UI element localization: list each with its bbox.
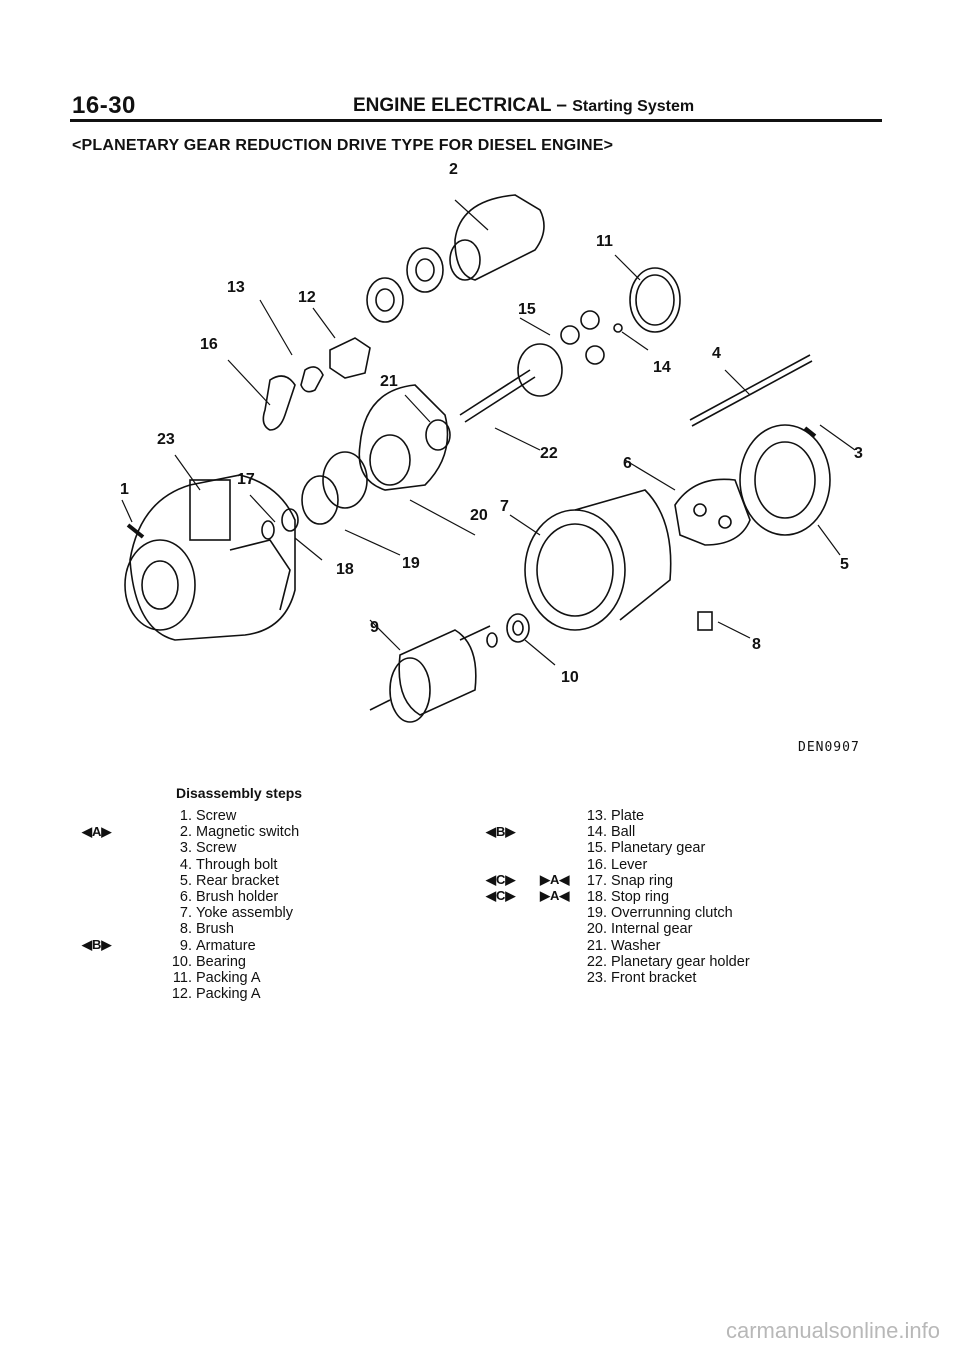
step-item: 3.Screw bbox=[179, 840, 237, 857]
step-item: 23.Front bracket bbox=[586, 970, 697, 987]
callout-16: 16 bbox=[200, 336, 218, 353]
diagram-subtitle: <PLANETARY GEAR REDUCTION DRIVE TYPE FOR… bbox=[72, 137, 614, 154]
disassembly-steps-left: 1.Screw 2.Magnetic switch 3.Screw 4.Thro… bbox=[164, 808, 299, 1002]
subsection-name: Starting System bbox=[572, 98, 695, 115]
step-item: 13.Plate bbox=[586, 808, 645, 824]
step-item: 16.Lever bbox=[586, 856, 648, 873]
step-item: 4.Through bolt bbox=[179, 856, 278, 873]
callout-18: 18 bbox=[336, 561, 354, 578]
callout-1: 1 bbox=[120, 481, 129, 498]
step-item: 21.Washer bbox=[586, 937, 661, 954]
header-rule bbox=[70, 119, 882, 122]
step-item: 8.Brush bbox=[179, 921, 234, 938]
callout-15: 15 bbox=[518, 301, 536, 318]
step-item: 9.Armature bbox=[179, 937, 256, 954]
step-item: 10.Bearing bbox=[171, 953, 246, 970]
callout-2: 2 bbox=[449, 161, 458, 178]
front-bracket-drawing bbox=[129, 474, 296, 641]
step-item: 1.Screw bbox=[179, 808, 237, 824]
callout-8: 8 bbox=[752, 636, 761, 653]
step-item: 12.Packing A bbox=[171, 986, 261, 1003]
step-item: 11.Packing A bbox=[172, 970, 261, 987]
page-number: 16-30 bbox=[72, 92, 136, 119]
callout-19: 19 bbox=[402, 555, 420, 572]
step-item: 19.Overrunning clutch bbox=[586, 905, 733, 922]
exploded-view-diagram: 2 11 13 12 15 16 4 14 21 23 22 3 6 17 1 … bbox=[100, 160, 880, 750]
callout-21: 21 bbox=[380, 373, 398, 390]
callout-9: 9 bbox=[370, 619, 379, 636]
callout-10: 10 bbox=[561, 669, 579, 686]
step-item: 5.Rear bracket bbox=[179, 872, 280, 889]
callout-11: 11 bbox=[596, 233, 613, 250]
step-item: 2.Magnetic switch bbox=[179, 824, 300, 841]
section-name: ENGINE ELECTRICAL bbox=[353, 95, 552, 116]
service-mark-c-removal-17: ◀C▶ bbox=[486, 872, 516, 887]
callout-20: 20 bbox=[470, 507, 488, 524]
callout-5: 5 bbox=[840, 556, 849, 573]
service-mark-c-removal-18: ◀C▶ bbox=[486, 888, 516, 903]
callout-4: 4 bbox=[712, 345, 721, 362]
section-dash: – bbox=[556, 95, 567, 116]
step-item: 22.Planetary gear holder bbox=[586, 953, 750, 970]
service-mark-a-removal: ◀A▶ bbox=[82, 824, 112, 839]
service-mark-b-removal-right: ◀B▶ bbox=[486, 824, 516, 839]
step-item: 15.Planetary gear bbox=[586, 840, 706, 857]
callout-3: 3 bbox=[854, 445, 863, 462]
step-item: 14.Ball bbox=[586, 824, 636, 841]
watermark: carmanualsonline.info bbox=[725, 1318, 940, 1343]
service-mark-a-install-17: ▶A◀ bbox=[540, 872, 570, 887]
step-item: 6.Brush holder bbox=[179, 889, 279, 906]
callout-22: 22 bbox=[540, 445, 558, 462]
step-item: 18.Stop ring bbox=[586, 889, 670, 906]
step-item: 17.Snap ring bbox=[586, 872, 674, 889]
callout-13: 13 bbox=[227, 279, 245, 296]
callout-14: 14 bbox=[653, 359, 671, 376]
section-title: ENGINE ELECTRICAL – Starting System bbox=[353, 95, 694, 117]
callout-12: 12 bbox=[298, 289, 316, 306]
starter-motor-illustration bbox=[121, 194, 856, 723]
callout-7: 7 bbox=[500, 498, 509, 515]
service-mark-a-install-18: ▶A◀ bbox=[540, 888, 570, 903]
callout-17: 17 bbox=[237, 471, 255, 488]
callout-6: 6 bbox=[623, 455, 632, 472]
disassembly-steps-right: 13.Plate 14.Ball 15.Planetary gear 16.Le… bbox=[579, 808, 750, 986]
callout-23: 23 bbox=[157, 431, 175, 448]
disassembly-steps-title: Disassembly steps bbox=[176, 785, 303, 801]
page-header: 16-30 ENGINE ELECTRICAL – Starting Syste… bbox=[70, 92, 882, 122]
step-item: 20.Internal gear bbox=[586, 921, 693, 938]
figure-code: DEN0907 bbox=[798, 740, 860, 755]
step-item: 7.Yoke assembly bbox=[179, 905, 293, 922]
service-mark-b-removal: ◀B▶ bbox=[82, 937, 112, 952]
